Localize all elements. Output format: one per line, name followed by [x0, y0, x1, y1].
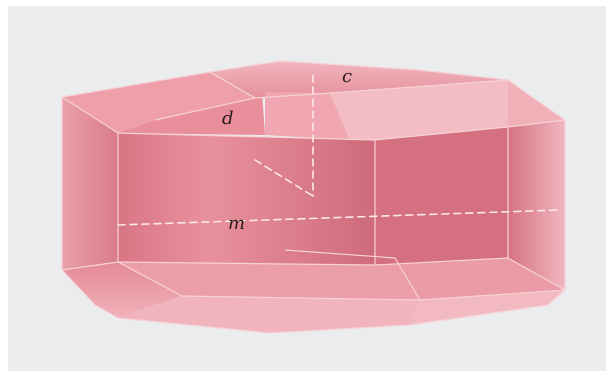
left-face — [62, 97, 118, 270]
right-face — [508, 80, 565, 290]
front-face-m — [118, 133, 375, 265]
oblique-axis — [254, 159, 314, 197]
front-right-face — [375, 127, 508, 265]
face-label-m: m — [228, 213, 245, 234]
top-faces — [62, 61, 565, 140]
face-label-c: c — [342, 66, 352, 87]
crystal-edges — [61, 60, 566, 334]
horizontal-axis — [117, 209, 561, 226]
face-label-d: d — [222, 108, 234, 129]
crystal-axes — [117, 74, 561, 226]
